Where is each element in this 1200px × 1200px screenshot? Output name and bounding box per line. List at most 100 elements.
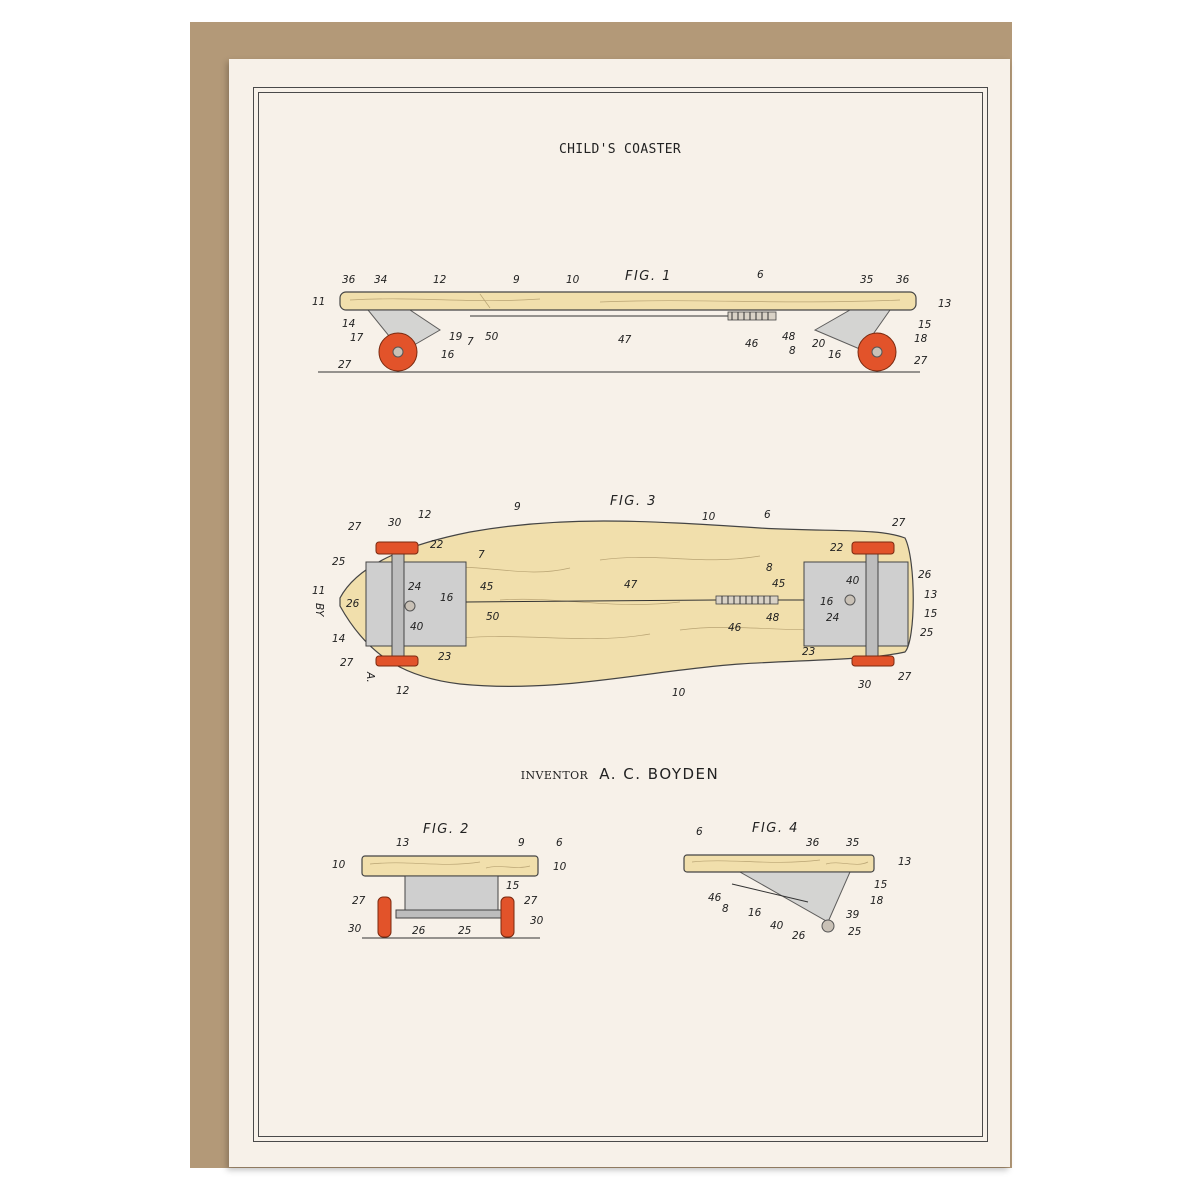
ref-label: 40 xyxy=(410,621,424,633)
ref-label: 22 xyxy=(830,542,844,554)
pivot-bolt xyxy=(844,594,856,606)
ref-label: 6 xyxy=(696,826,703,838)
ref-label: 27 xyxy=(348,521,362,533)
ref-label: 26 xyxy=(792,930,806,942)
ref-label: 20 xyxy=(812,338,826,350)
front-truck-plate xyxy=(365,561,467,647)
fig4-label: FIG. 4 xyxy=(752,821,799,836)
ref-label: 27 xyxy=(524,895,538,907)
ref-label: 12 xyxy=(433,274,447,286)
inventor-label: INVENTOR xyxy=(520,769,589,782)
ref-label: 25 xyxy=(458,925,472,937)
side-mark: A. xyxy=(364,671,376,683)
fig1-label: FIG. 1 xyxy=(625,269,672,284)
ref-label: 26 xyxy=(918,569,932,581)
ref-label: 45 xyxy=(772,578,786,590)
ref-label: 19 xyxy=(449,331,463,343)
inventor-credit: INVENTOR A. C. BOYDEN xyxy=(420,764,820,783)
ref-label: 30 xyxy=(388,517,402,529)
ref-label: 25 xyxy=(332,556,346,568)
ref-label: 47 xyxy=(618,334,632,346)
spring-coils xyxy=(731,312,769,320)
ref-label: 15 xyxy=(506,880,520,892)
ref-label: 10 xyxy=(702,511,716,523)
ref-label: 13 xyxy=(924,589,937,601)
ref-label: 30 xyxy=(348,923,362,935)
ref-label: 6 xyxy=(556,837,563,849)
ref-label: 27 xyxy=(338,359,352,371)
ref-label: 8 xyxy=(766,562,773,574)
ref-label: 35 xyxy=(860,274,874,286)
ref-label: 12 xyxy=(418,509,432,521)
ref-label: 24 xyxy=(826,612,839,624)
ref-label: 10 xyxy=(553,861,567,873)
spring-coils xyxy=(721,596,771,604)
truck-block xyxy=(404,875,499,913)
ref-label: 11 xyxy=(312,585,325,597)
rod-link xyxy=(731,883,809,903)
ref-label: 9 xyxy=(513,274,520,286)
ref-label: 47 xyxy=(624,579,638,591)
figure-2: FIG. 2 13 9 6 10 10 15 27 27 30 30 26 25 xyxy=(332,822,567,939)
wood-grain xyxy=(369,861,531,869)
ref-label: 23 xyxy=(802,646,815,658)
ref-label: 11 xyxy=(312,296,325,308)
ref-label: 16 xyxy=(828,349,842,361)
ref-label: 26 xyxy=(346,598,360,610)
ref-label: 14 xyxy=(342,318,355,330)
ref-label: 6 xyxy=(764,509,771,521)
rear-axle xyxy=(865,547,879,661)
ref-label: 48 xyxy=(782,331,796,343)
ref-label: 25 xyxy=(848,926,862,938)
wheel-top-right xyxy=(851,541,895,555)
ref-label: 25 xyxy=(920,627,934,639)
ref-label: 46 xyxy=(745,338,759,350)
ref-label: 9 xyxy=(518,837,525,849)
wood-grain xyxy=(419,555,861,641)
ref-label: 7 xyxy=(478,549,485,561)
border-frame-inner xyxy=(258,92,983,1137)
ref-label: 15 xyxy=(924,608,938,620)
ref-label: 34 xyxy=(374,274,387,286)
border-frame-outer xyxy=(253,87,988,1142)
ref-label: 18 xyxy=(870,895,884,907)
ref-label: 13 xyxy=(396,837,409,849)
ref-label: 14 xyxy=(332,633,345,645)
ref-label: 23 xyxy=(438,651,451,663)
ref-label: 36 xyxy=(342,274,356,286)
inventor-name: A. C. BOYDEN xyxy=(599,765,720,783)
spring xyxy=(715,595,779,605)
ref-label: 30 xyxy=(858,679,872,691)
ref-label: 24 xyxy=(408,581,421,593)
figure-3: FIG. 3 27 30 12 9 10 6 27 22 22 7 25 26 … xyxy=(312,494,938,699)
ref-label: 27 xyxy=(352,895,366,907)
spring xyxy=(727,311,777,321)
ref-label: 27 xyxy=(340,657,354,669)
ref-label: 13 xyxy=(938,298,951,310)
ref-label: 26 xyxy=(412,925,426,937)
ref-label: 10 xyxy=(672,687,686,699)
ref-label: 45 xyxy=(480,581,494,593)
ref-label: 8 xyxy=(789,345,796,357)
front-axle xyxy=(391,547,405,661)
ref-label: 22 xyxy=(430,539,444,551)
front-wheel-hub xyxy=(392,346,404,358)
wheel-top-left xyxy=(375,541,419,555)
ref-label: 18 xyxy=(914,333,928,345)
wheel-bottom-left xyxy=(375,655,419,667)
ref-label: 39 xyxy=(846,909,860,921)
ref-label: 8 xyxy=(722,903,729,915)
ref-label: 50 xyxy=(485,331,499,343)
wheel-right xyxy=(500,896,515,938)
ref-label: 16 xyxy=(441,349,455,361)
axle-bolt xyxy=(821,919,835,933)
ref-label: 35 xyxy=(846,837,860,849)
board-end-view xyxy=(361,855,539,877)
steering-rod xyxy=(465,599,717,603)
ref-label: 27 xyxy=(914,355,928,367)
ref-label: 36 xyxy=(896,274,910,286)
ref-label: 16 xyxy=(748,907,762,919)
ref-label: 16 xyxy=(820,596,834,608)
ref-label: 17 xyxy=(350,332,364,344)
ref-label: 15 xyxy=(918,319,932,331)
